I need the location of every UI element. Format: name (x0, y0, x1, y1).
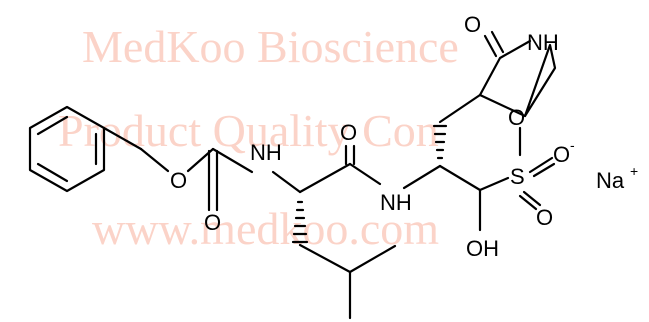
watermark-line-2: Product Quality Con (58, 105, 439, 156)
atom-sodium: Na (596, 168, 625, 193)
s-o-right-bond-2 (532, 162, 556, 178)
carbonyl-nh-bond (211, 147, 254, 174)
watermark: MedKoo Bioscience Product Quality Con ww… (58, 21, 459, 254)
bonds (28, 30, 557, 320)
hashed-wedge-upper (432, 124, 448, 160)
lactam-co-bond-b (490, 30, 505, 54)
charge-sulfonate-minus: - (570, 137, 575, 153)
lactam-co-bond-a (483, 34, 498, 58)
hashed-wedge-leucine (291, 200, 309, 244)
amide-n-bond (348, 162, 382, 186)
lactam-ring (478, 39, 557, 118)
watermark-line-1: MedKoo Bioscience (82, 21, 459, 72)
atom-sulfonate-o-bottom: O (536, 205, 553, 230)
benzyl-bond (102, 126, 143, 151)
benzene-ring (28, 105, 106, 193)
atom-sulfur: S (510, 164, 525, 189)
atom-amide-nh: NH (380, 190, 412, 215)
benzene-inner-bond-1 (36, 115, 69, 136)
atom-amide-o: O (340, 120, 357, 145)
atom-lactam-nh: NH (527, 30, 559, 55)
ch2-ring-bond (438, 93, 482, 124)
s-o-right-bond (528, 156, 554, 174)
charge-sodium-plus: + (630, 163, 638, 179)
s-o-bottom-bond (522, 190, 542, 207)
nh-calpha-bond (402, 164, 442, 190)
atom-ester-o: O (170, 168, 187, 193)
atom-lactam-o: O (464, 12, 481, 37)
atom-sulfonate-o-top: O (508, 105, 525, 130)
alpha-carbonyl-bond (298, 162, 352, 194)
ch2-o-bond (139, 147, 170, 173)
atom-carbamate-o: O (204, 210, 221, 235)
atom-labels: O NH O NH NH O O S O - O O OH Na + (170, 12, 638, 261)
benzene-inner-bond-3 (36, 162, 69, 183)
lactam-ring-bond-c3-c4 (478, 93, 527, 118)
calpha-cbeta-bond (438, 164, 482, 192)
isobutyl-bond-2 (348, 244, 397, 274)
atom-hydroxyl: OH (466, 236, 499, 261)
s-o-bottom-bond-2 (518, 194, 538, 211)
atom-sulfonate-o-right: O (553, 142, 570, 167)
atom-carbamate-nh: NH (250, 140, 282, 165)
cbeta-s-bond (478, 176, 510, 192)
watermark-line-3: www.medkoo.com (92, 203, 439, 254)
isobutyl-bond-1 (298, 243, 352, 274)
nh-alpha-bond (271, 170, 302, 194)
